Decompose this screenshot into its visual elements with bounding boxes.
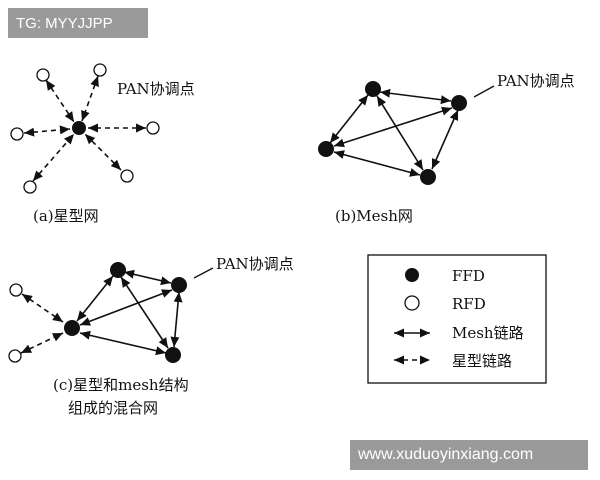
pan-coordinator-node: [171, 277, 187, 293]
star-link: [23, 125, 71, 137]
mesh-link: [123, 269, 172, 286]
ffd-node: [64, 320, 80, 336]
rfd-node: [146, 121, 160, 135]
watermark-bottom: www.xuduoyinxiang.com: [350, 440, 588, 470]
rfd-node: [9, 283, 23, 297]
legend-ffd-label: FFD: [452, 267, 485, 285]
legend-mesh-link-label: Mesh链路: [452, 324, 524, 342]
hybrid-mesh-links: [76, 269, 183, 356]
coordinator-pointer: [193, 267, 214, 279]
mesh-link: [333, 106, 453, 148]
star-link: [20, 332, 64, 354]
rfd-node: [8, 349, 22, 363]
ffd-node: [318, 141, 334, 157]
legend: FFD RFD Mesh链路 星型链路: [367, 254, 547, 384]
mesh-link: [379, 88, 452, 105]
ffd-node: [110, 262, 126, 278]
mesh-link: [333, 150, 421, 177]
hybrid-network: PAN协调点 (c)星型和mesh结构 组成的混合网: [8, 255, 294, 417]
legend-rfd-symbol: [404, 295, 420, 311]
mesh-links: [329, 88, 459, 177]
hybrid-star-links: [20, 293, 64, 354]
star-link: [84, 133, 122, 171]
coordinator-pointer: [473, 85, 495, 98]
star-link: [45, 79, 75, 123]
caption-hybrid-line2: 组成的混合网: [68, 399, 158, 417]
pan-coordinator-node: [451, 95, 467, 111]
watermark-top: TG: MYYJJPP: [8, 8, 148, 38]
legend-ffd-symbol: [405, 268, 419, 282]
mesh-link: [329, 94, 369, 144]
legend-star-link-label: 星型链路: [452, 352, 512, 370]
legend-rfd-label: RFD: [452, 295, 486, 313]
mesh-link: [120, 276, 169, 349]
rfd-node: [93, 63, 107, 77]
rfd-node: [23, 180, 37, 194]
star-links: [23, 75, 146, 182]
ffd-node: [165, 347, 181, 363]
mesh-link: [79, 330, 167, 356]
pan-coordinator-label: PAN协调点: [117, 80, 195, 98]
mesh-link: [170, 291, 183, 348]
mesh-link: [431, 109, 459, 170]
mesh-link: [376, 95, 424, 171]
mesh-network: PAN协调点 (b)Mesh网: [318, 72, 575, 225]
rfd-node: [120, 169, 134, 183]
star-link: [81, 75, 99, 122]
pan-coordinator-label: PAN协调点: [497, 72, 575, 90]
caption-star: (a)星型网: [33, 207, 99, 225]
rfd-node: [10, 127, 24, 141]
star-link: [21, 293, 64, 323]
star-link: [32, 133, 75, 182]
caption-hybrid-line1: (c)星型和mesh结构: [53, 376, 189, 394]
ffd-node: [420, 169, 436, 185]
caption-mesh: (b)Mesh网: [335, 207, 413, 225]
rfd-node: [36, 68, 50, 82]
star-network: PAN协调点 (a)星型网: [10, 63, 195, 225]
mesh-link: [79, 289, 173, 326]
pan-coordinator-label: PAN协调点: [216, 255, 294, 273]
pan-coordinator-node: [72, 121, 86, 135]
ffd-node: [365, 81, 381, 97]
